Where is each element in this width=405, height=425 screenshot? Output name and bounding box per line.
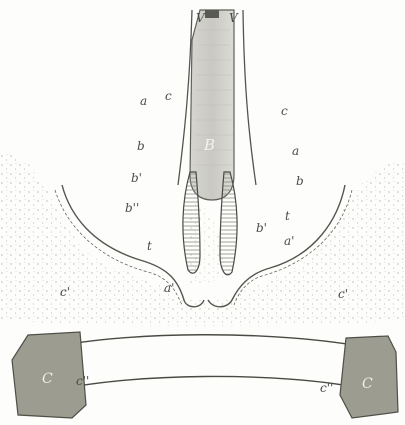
label-right-a: a xyxy=(292,144,299,158)
label-left-t: t xyxy=(147,239,152,253)
label-left-cartilage: C xyxy=(42,371,53,387)
label-left-b-prime: b' xyxy=(131,171,142,185)
label-left-b-dprime: b'' xyxy=(125,201,139,215)
label-right-b: b xyxy=(296,174,304,188)
label-right-c-double: c'' xyxy=(320,381,333,395)
label-right-c-prime: c' xyxy=(338,287,348,301)
label-left-a-prime: a' xyxy=(164,281,174,295)
label-left-c: c xyxy=(165,89,172,103)
label-right-c: c xyxy=(281,104,288,118)
label-top-right: V xyxy=(229,11,239,25)
label-top-left: V xyxy=(196,11,206,25)
label-left-c-double: c'' xyxy=(76,374,89,388)
label-right-cartilage: C xyxy=(362,376,373,392)
label-center: B xyxy=(203,136,215,154)
label-right-t: t xyxy=(285,209,290,223)
label-left-c-prime: c' xyxy=(60,285,70,299)
label-right-b-prime: b' xyxy=(256,221,267,235)
label-right-a-prime: a' xyxy=(284,234,294,248)
label-left-b: b xyxy=(137,139,145,153)
label-left-a: a xyxy=(140,94,147,108)
